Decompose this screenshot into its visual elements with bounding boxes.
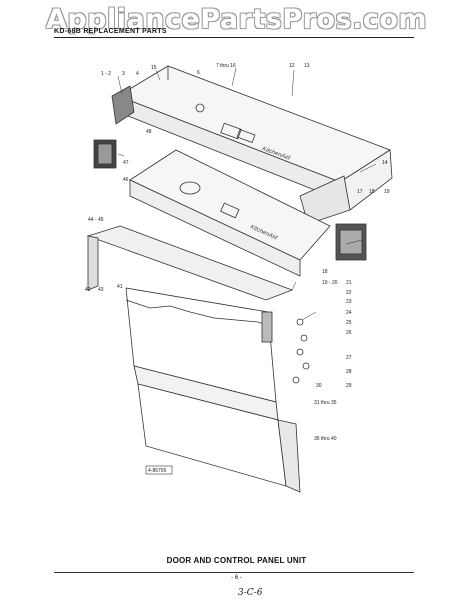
door-outer-panel <box>125 287 279 421</box>
front-control-panel: KitchenAid <box>129 149 331 277</box>
part-label: 1 - 2 <box>101 71 111 77</box>
part-label: 47 <box>123 160 129 166</box>
footer-rule <box>54 572 414 573</box>
left-component <box>93 139 117 169</box>
part-label: 25 <box>346 320 352 326</box>
door-inner-panel <box>137 383 301 493</box>
part-label: 30 <box>316 383 322 389</box>
part-label: 28 <box>346 369 352 375</box>
part-label: 26 <box>346 330 352 336</box>
part-label: 4 <box>136 71 139 77</box>
part-label: 36 thru 40 <box>314 436 337 442</box>
part-label: 19 - 20 <box>322 280 338 286</box>
part-label: 27 <box>346 355 352 361</box>
figure-id-box: 4-86706 <box>145 465 173 475</box>
part-label: 42 <box>85 287 91 293</box>
part-label: 14 <box>382 160 388 166</box>
right-switch-block <box>335 223 367 261</box>
part-label: 3 <box>122 71 125 77</box>
header-title: KD-68B REPLACEMENT PARTS <box>54 28 167 35</box>
part-label: 7 thru 16 <box>216 63 236 69</box>
part-label: 18 <box>322 269 328 275</box>
hinge-hardware <box>261 311 310 384</box>
part-label: 43 <box>98 287 104 293</box>
part-label: 13 <box>304 63 310 69</box>
part-label: 6 <box>197 70 200 76</box>
part-label: 19 <box>384 189 390 195</box>
figure-id: 4-86706 <box>148 468 167 474</box>
part-label: 18 <box>369 189 375 195</box>
handwritten-note: 3-C-6 <box>238 588 263 598</box>
part-label: 29 <box>346 383 352 389</box>
right-end-panel <box>299 149 393 225</box>
part-label: 46 <box>123 177 129 183</box>
part-label: 41 <box>117 284 123 290</box>
part-label: 44 - 45 <box>88 217 104 223</box>
part-label: 22 <box>346 290 352 296</box>
part-label: 17 <box>357 189 363 195</box>
watermark: AppliancePartsPros.com <box>45 4 428 35</box>
header-rule <box>54 37 414 38</box>
door-trim-rail <box>86 225 294 301</box>
part-label: 23 <box>346 299 352 305</box>
part-label: 21 <box>346 280 352 286</box>
diagram-caption: DOOR AND CONTROL PANEL UNIT <box>166 556 307 565</box>
part-label: 15 <box>151 65 157 71</box>
left-end-cap <box>111 85 135 125</box>
part-label: 48 <box>146 129 152 135</box>
part-callouts: 1 - 2 3 4 15 6 7 thru 16 12 13 14 17 18 … <box>85 63 390 442</box>
page-number: - 6 - <box>231 575 242 581</box>
part-label: 31 thru 35 <box>314 400 337 406</box>
part-label: 12 <box>289 63 295 69</box>
part-label: 24 <box>346 310 352 316</box>
